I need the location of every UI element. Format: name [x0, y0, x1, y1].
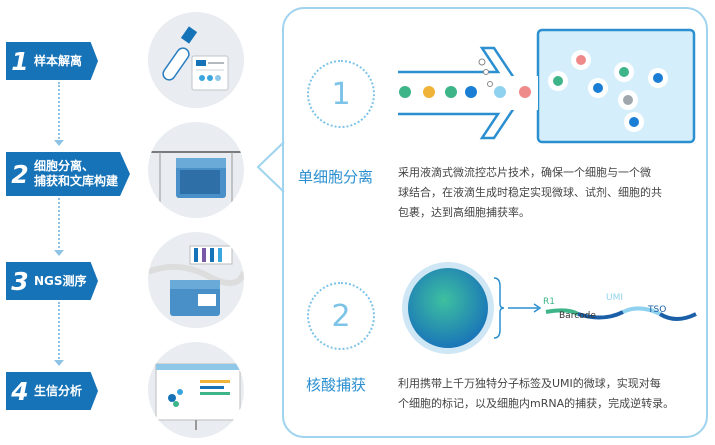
ngs-sequencer-illustration	[148, 232, 244, 328]
desc-line: 个细胞的标记，以及细胞内mRNA的捕获，完成逆转录。	[398, 397, 675, 410]
section-1-title: 单细胞分离	[298, 168, 374, 186]
desc-line: 包裹，达到高细胞捕获率。	[398, 206, 530, 219]
flow-arrow	[54, 360, 64, 366]
step-3-badge: 3 NGS测序	[6, 262, 98, 300]
step-number: 4	[11, 376, 29, 406]
barcoded-bead	[408, 268, 488, 348]
section-1-number: 1	[307, 60, 375, 128]
step-2-badge: 2 细胞分离、捕获和文库构建	[6, 152, 130, 196]
flow-arrow	[54, 140, 64, 146]
label-umi: UMI	[606, 293, 623, 303]
bioinformatics-analysis-illustration	[148, 342, 244, 438]
droplet-pink	[519, 86, 531, 98]
callout-pointer	[256, 141, 285, 193]
section-2-title: 核酸捕获	[306, 376, 367, 394]
desc-line: 球结合，在液滴生成时稳定实现微球、试剂、细胞的共	[398, 186, 662, 199]
flow-connector	[58, 198, 60, 252]
step-number: 3	[11, 266, 29, 296]
droplet-light	[494, 86, 506, 98]
droplet-microfluidic-diagram	[398, 28, 696, 144]
detail-panel	[282, 7, 708, 438]
droplet-green	[399, 86, 411, 98]
step-label: NGS测序	[34, 273, 87, 288]
step-1-badge: 1 样本解离	[6, 42, 98, 80]
droplet-blue	[465, 86, 477, 98]
label-barcode: Barcode	[559, 311, 596, 321]
bead-barcode-diagram: R1 Barcode UMI TSO	[402, 262, 697, 354]
step-4-badge: 4 生信分析	[6, 372, 98, 410]
step-label: 生信分析	[34, 383, 83, 398]
step-label: 样本解离	[34, 53, 83, 68]
flow-arrow	[54, 250, 64, 256]
step-label-line1: 细胞分离、	[34, 159, 95, 173]
section-2-description: 利用携带上千万独特分子标签及UMI的微球，实现对每 个细胞的标记，以及细胞内mR…	[398, 374, 704, 414]
droplet-green	[445, 86, 457, 98]
label-tso: TSO	[647, 305, 666, 315]
flow-connector	[58, 82, 60, 142]
section-2-number: 2	[307, 282, 375, 350]
step-number: 2	[11, 159, 29, 189]
step-number: 1	[11, 46, 29, 76]
sample-dissociation-illustration	[148, 12, 244, 108]
section-1-description: 采用液滴式微流控芯片技术，确保一个细胞与一个微 球结合，在液滴生成时稳定实现微球…	[398, 163, 704, 223]
label-r1: R1	[543, 297, 555, 307]
desc-line: 利用携带上千万独特分子标签及UMI的微球，实现对每	[398, 377, 661, 390]
desc-line: 采用液滴式微流控芯片技术，确保一个细胞与一个微	[398, 166, 651, 179]
flow-connector	[58, 302, 60, 362]
droplet-orange	[423, 86, 435, 98]
step-label-line2: 捕获和文库构建	[34, 174, 119, 188]
microfluidic-instrument-illustration	[148, 122, 244, 218]
